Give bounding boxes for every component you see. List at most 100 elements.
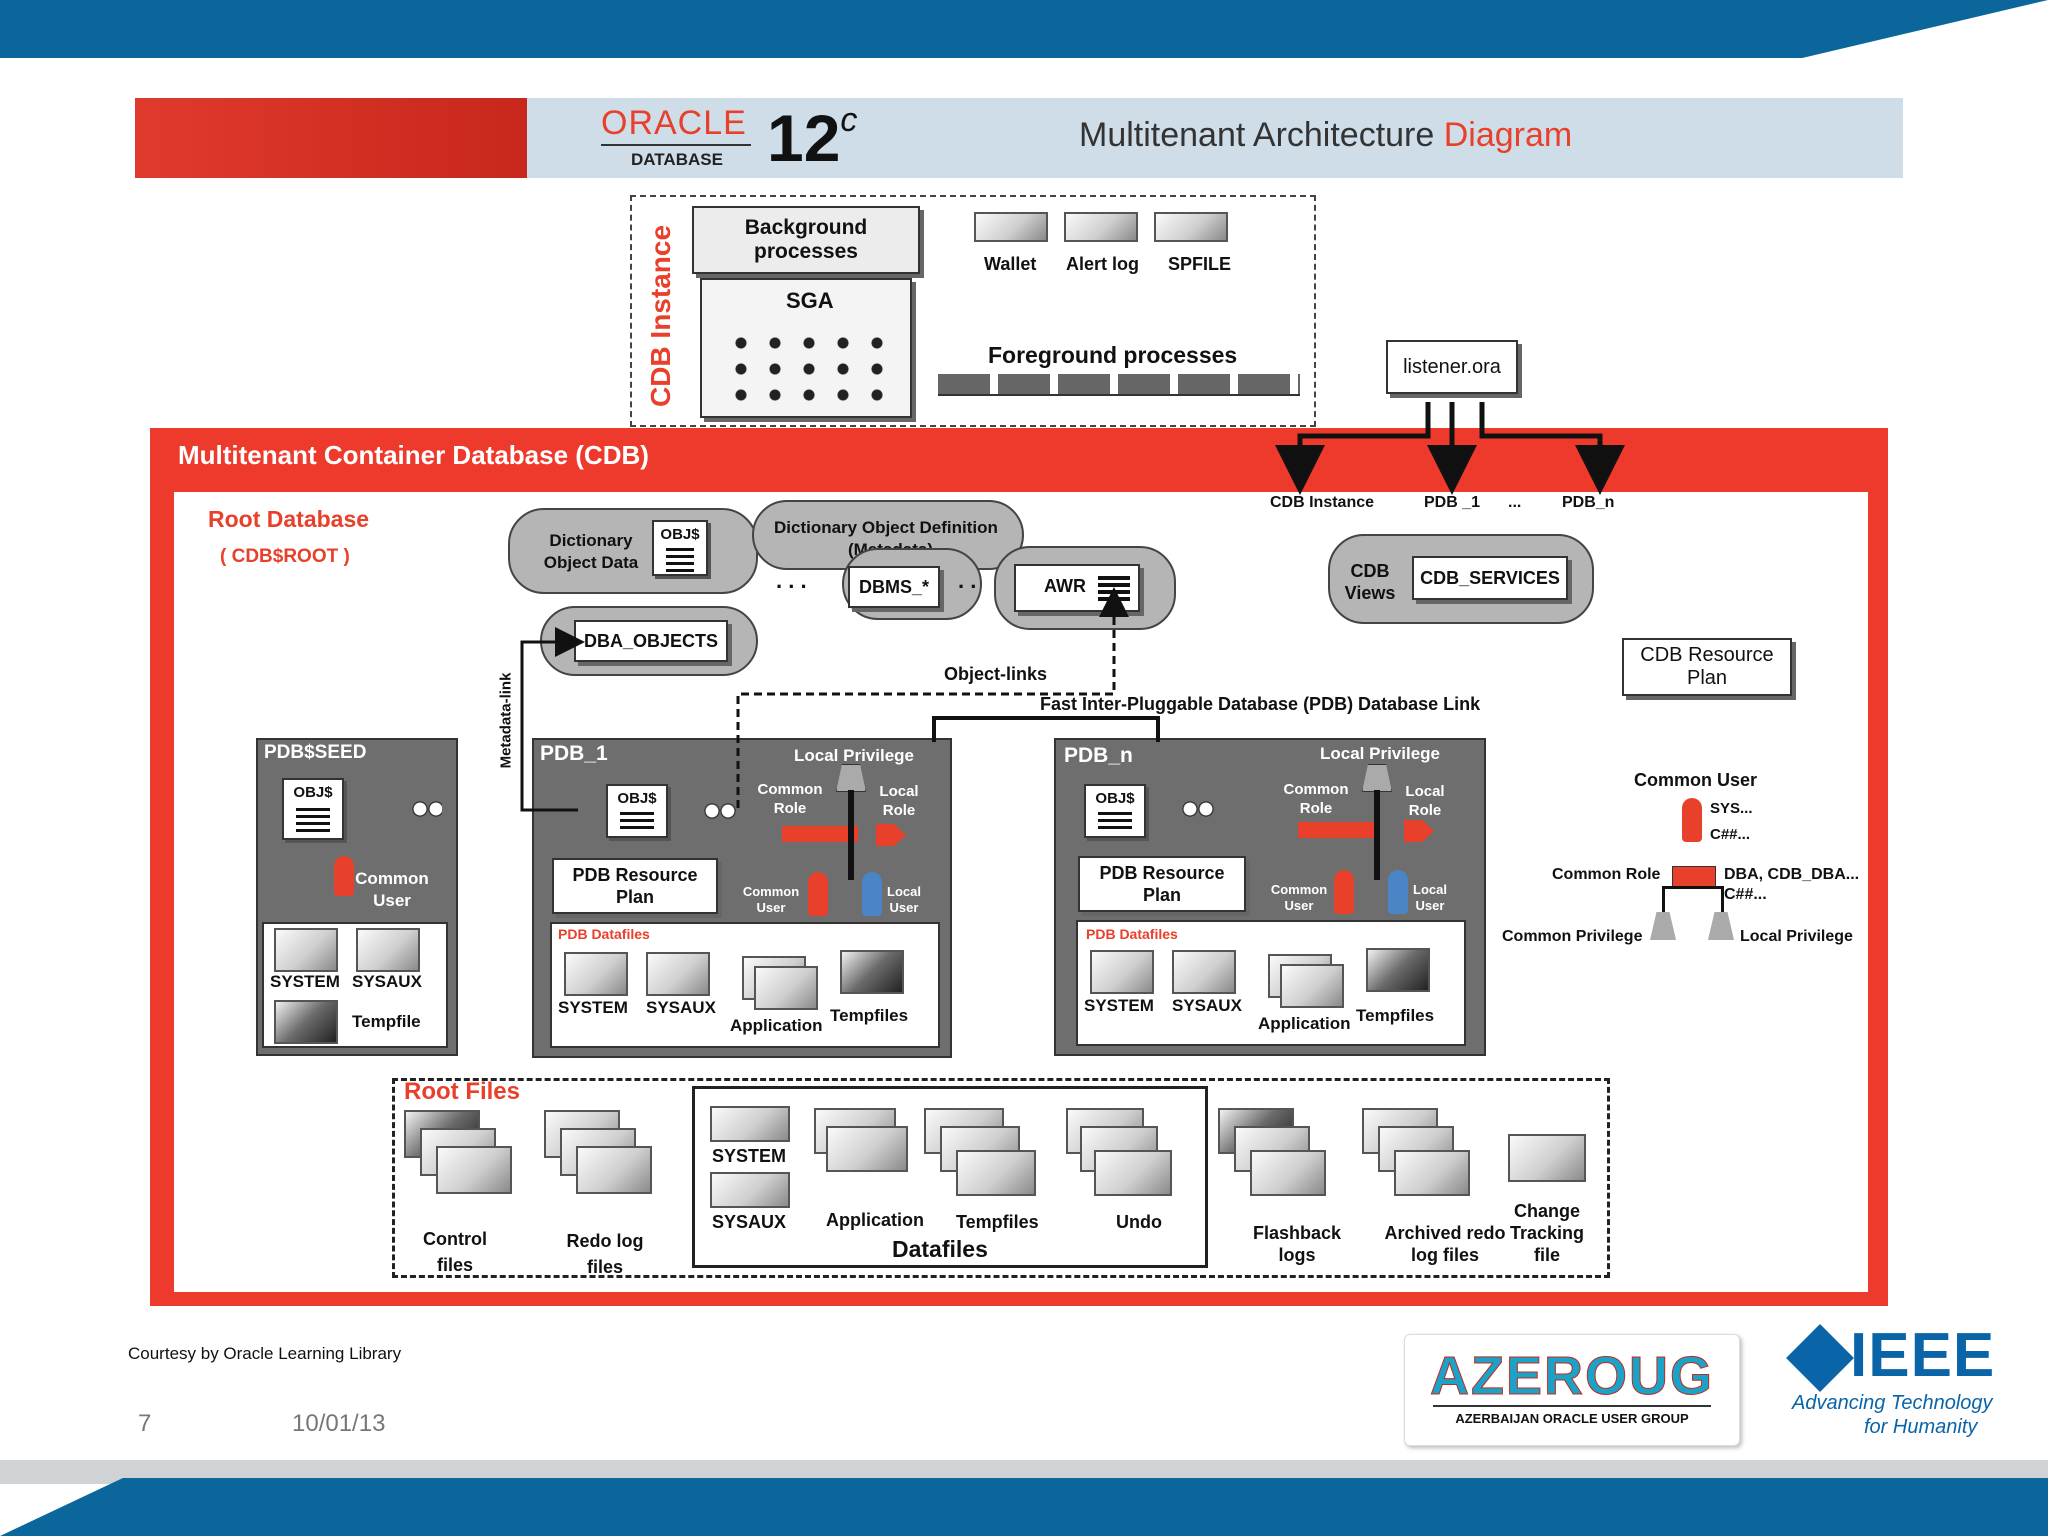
sga-pool-icons bbox=[724, 330, 894, 410]
sga-label: SGA bbox=[786, 288, 834, 313]
pdbn-local-user-text: Local User bbox=[1413, 882, 1447, 913]
flashback-logs-text: Flashback logs bbox=[1252, 1223, 1342, 1265]
pdb1-system-file bbox=[564, 952, 628, 996]
pdb1-tempfiles-file bbox=[840, 950, 904, 994]
ieee-diamond-icon bbox=[1786, 1324, 1854, 1392]
pdb1-sysaux-label: SYSAUX bbox=[646, 998, 716, 1017]
awr-box: AWR bbox=[1014, 564, 1140, 612]
pdb1-system-label: SYSTEM bbox=[558, 998, 628, 1017]
flashback-file-3 bbox=[1250, 1150, 1326, 1196]
root-undo-file-3 bbox=[1094, 1150, 1172, 1196]
oracle-brand: ORACLE bbox=[601, 104, 747, 142]
background-processes-box: Background processes bbox=[692, 206, 920, 274]
metadata-link-label: Metadata-link bbox=[497, 672, 515, 769]
pdbn-system-label: SYSTEM bbox=[1084, 996, 1154, 1015]
header-red-block bbox=[135, 98, 527, 178]
dictionary-object-data-label: Dictionary Object Data bbox=[536, 530, 646, 574]
pdbn-system-file bbox=[1090, 950, 1154, 994]
spfile-file-icon bbox=[1154, 212, 1228, 242]
cdb-instance-label: CDB Instance bbox=[645, 224, 677, 408]
root-datafiles-label: Datafiles bbox=[892, 1236, 988, 1262]
root-database-sub: ( CDB$ROOT ) bbox=[220, 546, 350, 567]
seed-sysaux-file bbox=[356, 928, 420, 972]
root-application-file-2 bbox=[826, 1126, 908, 1172]
alert-log-file-icon bbox=[1064, 212, 1138, 242]
pdb-seed-title: PDB$SEED bbox=[264, 742, 367, 763]
pdbn-local-user: Local User bbox=[1408, 882, 1452, 914]
pdb1-common-user-text: Common User bbox=[742, 884, 800, 915]
spfile-label: SPFILE bbox=[1168, 254, 1232, 274]
oracle-version: 12c bbox=[767, 100, 857, 176]
pdb1-common-role: Common Role bbox=[750, 780, 830, 818]
pdbn-common-role-text: Common Role bbox=[1283, 781, 1349, 817]
pdbn-local-role-text: Local Role bbox=[1405, 783, 1445, 819]
legend-sys: SYS... bbox=[1710, 800, 1753, 817]
cdb-instance-box bbox=[630, 195, 1316, 427]
pdb1-common-role-text: Common Role bbox=[757, 781, 823, 817]
root-system-file bbox=[710, 1106, 790, 1142]
pdb1-common-user-icon bbox=[808, 872, 828, 916]
pdb1-sysaux-file bbox=[646, 952, 710, 996]
root-obj-label: OBJ$ bbox=[660, 526, 700, 543]
slide-date: 10/01/13 bbox=[292, 1410, 386, 1437]
seed-common-user-label: Common User bbox=[354, 868, 430, 912]
pdb1-role-connector bbox=[848, 790, 854, 880]
dictionary-object-data-pill bbox=[508, 508, 758, 594]
azeroug-logo-sub: AZERBAIJAN ORACLE USER GROUP bbox=[1455, 1411, 1689, 1426]
version-sup: c bbox=[840, 101, 858, 139]
legend-common-role-icon bbox=[1672, 866, 1716, 888]
legend-common-user: Common User bbox=[1634, 770, 1758, 790]
cdb-services-label: CDB_SERVICES bbox=[1420, 568, 1560, 588]
root-sysaux-file bbox=[710, 1172, 790, 1208]
slide-page-number: 7 bbox=[138, 1410, 152, 1437]
pdb1-application-label: Application bbox=[730, 1016, 823, 1035]
root-system-label: SYSTEM bbox=[712, 1146, 787, 1166]
seed-tempfile-label: Tempfile bbox=[352, 1012, 421, 1031]
pdbn-common-user-icon bbox=[1334, 870, 1354, 914]
root-tempfiles-label: Tempfiles bbox=[956, 1212, 1039, 1232]
pdb1-common-role-arrow bbox=[782, 826, 858, 842]
wallet-file-icon bbox=[974, 212, 1048, 242]
background-processes-label: Background processes bbox=[744, 216, 868, 263]
seed-system-label: SYSTEM bbox=[270, 972, 340, 991]
control-files-text: Control files bbox=[423, 1229, 487, 1275]
legend-common-privilege: Common Privilege bbox=[1502, 928, 1643, 945]
root-database-title: Root Database bbox=[208, 506, 370, 532]
pdbn-resource-plan-label: PDB Resource Plan bbox=[1099, 863, 1225, 905]
dbms-label: DBMS_* bbox=[858, 577, 929, 597]
cdb-services-box: CDB_SERVICES bbox=[1412, 556, 1568, 600]
pdb1-local-role-arrow bbox=[876, 824, 906, 846]
pdbn-obj-label: OBJ$ bbox=[1095, 790, 1135, 807]
header-title-main: Multitenant Architecture bbox=[1079, 116, 1435, 154]
pdb1-tempfiles-label: Tempfiles bbox=[830, 1006, 909, 1025]
pdbn-common-user-text: Common User bbox=[1270, 882, 1328, 913]
header-title-accent: Diagram bbox=[1443, 116, 1573, 154]
fast-db-link-label: Fast Inter-Pluggable Database (PDB) Data… bbox=[1040, 694, 1481, 714]
seed-plug-connector bbox=[356, 800, 442, 818]
seed-system-file bbox=[274, 928, 338, 972]
legend-common-role: Common Role bbox=[1552, 866, 1661, 883]
pdb1-obj-icon: OBJ$ bbox=[606, 784, 668, 838]
cdb-title: Multitenant Container Database (CDB) bbox=[178, 440, 649, 470]
header-banner: ORACLE DATABASE 12c Multitenant Architec… bbox=[135, 98, 1903, 178]
change-tracking-file bbox=[1508, 1134, 1586, 1182]
top-band bbox=[0, 0, 2048, 58]
dba-objects-label: DBA_OBJECTS bbox=[583, 631, 719, 651]
pdbn-title: PDB_n bbox=[1064, 744, 1133, 767]
pdbn-common-user: Common User bbox=[1264, 882, 1334, 914]
ieee-tagline-1: Advancing Technology bbox=[1792, 1392, 1993, 1414]
awr-table-icon bbox=[1098, 576, 1130, 602]
pdb1-plug-connector bbox=[672, 802, 752, 820]
pdbn-obj-icon: OBJ$ bbox=[1084, 784, 1146, 838]
archived-redo-text: Archived redo log files bbox=[1384, 1223, 1506, 1265]
root-application-label: Application bbox=[826, 1210, 924, 1230]
listener-target-pdbn: PDB_n bbox=[1562, 494, 1615, 511]
root-datafiles-box bbox=[692, 1086, 1208, 1268]
pdb1-obj-label: OBJ$ bbox=[617, 790, 657, 807]
oracle-brand-rule bbox=[601, 144, 751, 146]
redo-log-files-text: Redo log files bbox=[566, 1231, 644, 1277]
pdb1-local-role-text: Local Role bbox=[879, 783, 919, 819]
legend-c-users: C##... bbox=[1710, 826, 1751, 843]
pdbn-sysaux-file bbox=[1172, 950, 1236, 994]
seed-obj-label: OBJ$ bbox=[293, 784, 333, 801]
